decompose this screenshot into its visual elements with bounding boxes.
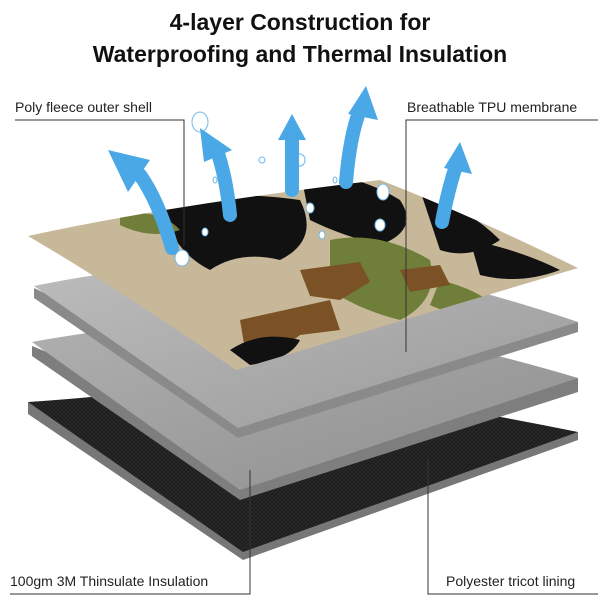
leader-lines bbox=[10, 119, 598, 595]
up-arrow-icon bbox=[278, 114, 306, 197]
label-poly-fleece-outer-shell: Poly fleece outer shell bbox=[15, 99, 152, 115]
title-line-1: 4-layer Construction for bbox=[169, 9, 431, 35]
up-arrow-icon bbox=[200, 128, 237, 222]
title-line-2: Waterproofing and Thermal Insulation bbox=[92, 41, 508, 67]
breathability-arrows bbox=[108, 86, 472, 255]
leader-line-insulation bbox=[10, 470, 251, 595]
leader-line-shell bbox=[15, 119, 185, 246]
diagram-title: 4-layer Construction for Waterproofing a… bbox=[0, 6, 600, 70]
up-arrow-icon bbox=[339, 86, 378, 189]
up-arrow-icon bbox=[108, 150, 179, 255]
leader-line-membrane bbox=[405, 119, 598, 352]
leader-line-lining bbox=[427, 458, 598, 595]
label-breathable-tpu-membrane: Breathable TPU membrane bbox=[407, 99, 578, 115]
label-polyester-tricot-lining: Polyester tricot lining bbox=[446, 573, 576, 589]
label-thinsulate-insulation: 100gm 3M Thinsulate Insulation bbox=[10, 573, 209, 589]
up-arrow-icon bbox=[435, 142, 472, 229]
